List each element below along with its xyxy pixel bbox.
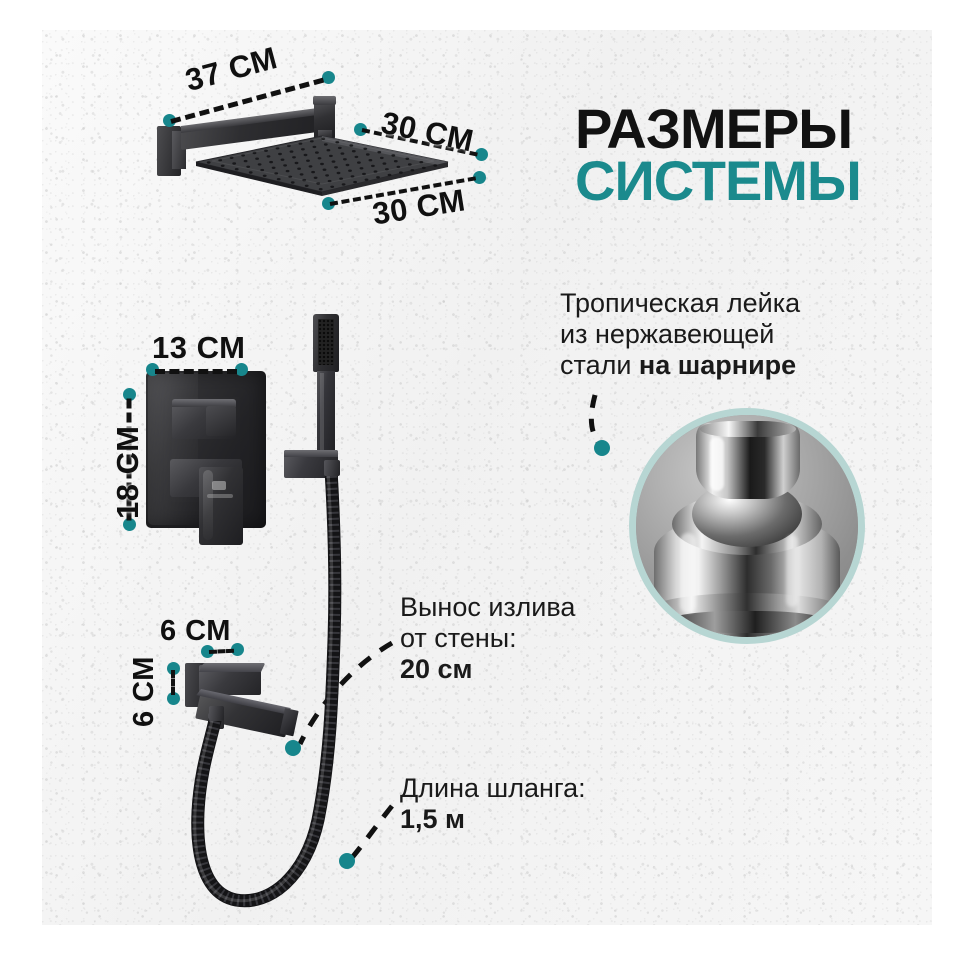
bath-spout	[185, 655, 299, 751]
page-title: РАЗМЕРЫ СИСТЕМЫ	[575, 97, 862, 212]
overhead-rain-shower-head	[195, 135, 449, 196]
mixer-diverter-knob-face	[206, 406, 236, 436]
concealed-mixer-valve	[146, 371, 266, 545]
dim-label-spout-height: 6 СМ	[128, 656, 160, 727]
dot-spout-h-top	[167, 662, 180, 675]
callout-spout-line-1: Вынос излива	[400, 592, 576, 622]
shower-arm-elbow	[314, 99, 335, 139]
callout-swivel-line-3-regular: стали	[560, 349, 639, 380]
shower-head-inner-outline	[211, 137, 435, 185]
dot-head-b-start	[322, 197, 335, 210]
dot-valve-h-top	[123, 388, 136, 401]
hose-nut-upper	[324, 460, 340, 476]
shower-arm-elbow-cap	[313, 96, 336, 105]
dim-line-valve-width	[155, 369, 237, 374]
dot-spout-h-bottom	[167, 692, 180, 705]
callout-spout-line-2: от стены:	[400, 622, 517, 653]
mixer-lever-highlight	[203, 470, 213, 540]
mixer-faceplate-highlight	[148, 373, 198, 525]
dot-arm-end	[322, 71, 335, 84]
chrome-swivel-joint-photo	[629, 408, 865, 644]
dot-head-b-end	[473, 171, 486, 184]
hand-shower-handle-highlight	[320, 373, 324, 455]
callout-spout-value: 20 см	[400, 653, 473, 684]
mixer-brand-text	[207, 494, 233, 498]
shower-head-nozzle-grid	[206, 137, 438, 191]
callout-hose-line-1: Длина шланга:	[400, 773, 586, 803]
callout-hose-text: Длина шланга: 1,5 м	[400, 773, 660, 835]
callout-swivel-line-1: Тропическая лейка	[560, 288, 801, 318]
shower-head-edge-right	[322, 162, 448, 196]
callout-swivel-line-3-bold: на шарнире	[638, 349, 797, 380]
callout-hose-value: 1,5 м	[400, 803, 466, 834]
dim-label-spout-width: 6 СМ	[160, 615, 231, 647]
callout-swivel-line-2: из нержавеющей	[560, 318, 775, 349]
hand-shower-spray-face	[318, 319, 334, 365]
dot-valve-h-bottom	[123, 518, 136, 531]
title-line-1: РАЗМЕРЫ	[575, 97, 853, 160]
dim-line-spout-height	[171, 670, 175, 695]
dot-swivel	[594, 440, 610, 456]
dot-head-a-end	[475, 148, 488, 161]
dim-label-valve-width: 13 СМ	[152, 330, 246, 365]
dot-head-a-start	[354, 123, 367, 136]
shower-head-edge-bottom	[196, 162, 322, 196]
dot-valve-w-right	[235, 363, 248, 376]
callout-swivel-line-3: стали на шарнире	[560, 350, 900, 381]
dot-hose	[339, 853, 355, 869]
hose-nut-lower	[209, 706, 224, 721]
dot-arm-start	[163, 114, 176, 127]
callout-spout-text: Вынос излива от стены: 20 см	[400, 592, 650, 684]
hand-shower-wall-bracket-top	[284, 450, 338, 457]
dim-label-valve-height: 18 СМ	[110, 425, 145, 519]
spout-upper-block-top	[199, 663, 266, 672]
shower-head-edge-top	[322, 136, 448, 167]
title-line-2: СИСТЕМЫ	[575, 148, 862, 212]
mixer-brand-mark	[212, 481, 226, 490]
hand-shower-handle	[317, 371, 335, 457]
callout-swivel-text: Тропическая лейка из нержавеющей стали н…	[560, 288, 900, 380]
mixer-diverter-knob-top	[172, 399, 236, 407]
